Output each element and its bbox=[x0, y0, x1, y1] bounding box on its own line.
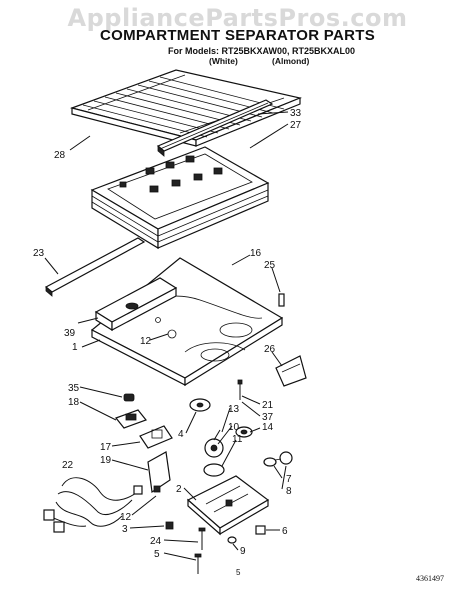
color-almond-label: (Almond) bbox=[272, 56, 310, 66]
part-18-bracket bbox=[115, 409, 147, 429]
callout-35: 35 bbox=[68, 383, 80, 394]
part-23-strip bbox=[44, 237, 146, 297]
model-numbers: For Models: RT25BKXAW00, RT25BKXAL00 bbox=[168, 46, 356, 56]
callout-33: 33 bbox=[290, 108, 302, 119]
part-25-clip bbox=[278, 293, 285, 307]
callout-23: 23 bbox=[33, 248, 45, 259]
callout-5: 5 bbox=[154, 549, 160, 560]
part-39-duct bbox=[94, 277, 178, 332]
part-28-top-cover bbox=[69, 69, 303, 147]
callout-27: 27 bbox=[290, 120, 302, 131]
callout-3: 3 bbox=[122, 524, 128, 535]
part-10-motor bbox=[203, 429, 225, 477]
callout-26: 26 bbox=[264, 344, 276, 355]
document-number: 4361497 bbox=[416, 574, 444, 583]
callout-6: 6 bbox=[282, 526, 288, 537]
callout-22: 22 bbox=[62, 460, 74, 471]
callout-numbers: 33 27 28 23 16 25 39 1 12 26 35 18 4 13 … bbox=[33, 108, 302, 560]
part-24-screw bbox=[194, 527, 206, 574]
part-3-clip bbox=[165, 521, 174, 530]
part-4-fan bbox=[189, 398, 211, 412]
part-6-bushing bbox=[255, 525, 266, 535]
callout-18: 18 bbox=[68, 397, 80, 408]
callout-39: 39 bbox=[64, 328, 76, 339]
callout-16: 16 bbox=[250, 248, 262, 259]
callout-37: 37 bbox=[262, 412, 274, 423]
page-number: 5 bbox=[236, 568, 241, 577]
callout-14: 14 bbox=[262, 422, 274, 433]
part-9-grommet bbox=[227, 536, 237, 544]
callout-12b: 12 bbox=[120, 512, 132, 523]
callout-9: 9 bbox=[240, 546, 246, 557]
part-2-motor-bracket bbox=[186, 475, 270, 536]
part-26-insulation bbox=[275, 355, 307, 387]
callout-24: 24 bbox=[150, 536, 162, 547]
callout-2: 2 bbox=[176, 484, 182, 495]
leader-lines bbox=[44, 111, 289, 561]
callout-4: 4 bbox=[178, 429, 184, 440]
page-title: COMPARTMENT SEPARATOR PARTS bbox=[99, 27, 376, 44]
part-14-grommet bbox=[235, 426, 253, 438]
callout-11: 11 bbox=[232, 434, 243, 445]
callout-7: 7 bbox=[286, 474, 292, 485]
callout-1: 1 bbox=[72, 342, 78, 353]
part-33-trim-strip bbox=[156, 99, 274, 157]
watermark-text: AppliancePartsPros.com bbox=[67, 4, 408, 32]
callout-17: 17 bbox=[100, 442, 112, 453]
part-17-control-housing bbox=[139, 425, 173, 449]
callout-21: 21 bbox=[262, 400, 274, 411]
part-35-knob bbox=[123, 393, 135, 402]
callout-13: 13 bbox=[228, 404, 240, 415]
color-white-label: (White) bbox=[209, 56, 238, 66]
part-1-mullion-base bbox=[90, 257, 284, 387]
callout-25: 25 bbox=[264, 260, 276, 271]
part-27-separator-body bbox=[90, 146, 270, 250]
callout-12a: 12 bbox=[140, 336, 152, 347]
callout-28: 28 bbox=[54, 150, 66, 161]
callout-8: 8 bbox=[286, 486, 292, 497]
callout-10: 10 bbox=[228, 422, 240, 433]
callout-19: 19 bbox=[100, 455, 112, 466]
part-8-lamp bbox=[263, 451, 293, 467]
part-22-wire-harness bbox=[43, 477, 143, 533]
part-21-screw bbox=[237, 379, 243, 400]
part-19-cover bbox=[147, 451, 171, 494]
